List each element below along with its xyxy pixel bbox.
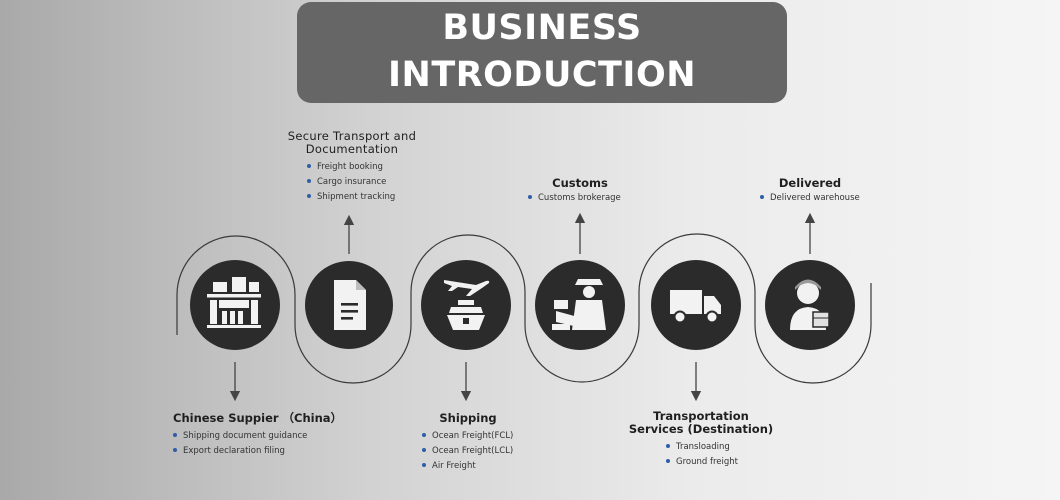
bullet-icon: [760, 194, 764, 199]
bullet-icon: [422, 462, 426, 467]
list-item: Export declaration filing: [173, 444, 343, 459]
delivery-person-icon: [790, 279, 830, 330]
bullet-icon: [666, 443, 670, 448]
bullet-icon: [307, 193, 311, 198]
title-line-1: BUSINESS: [442, 8, 642, 48]
factory-icon: [207, 277, 261, 328]
customs-officer-icon: [552, 279, 606, 330]
step-5-node: [651, 260, 741, 350]
bullet-icon: [422, 432, 426, 437]
step-6-items: Delivered warehouse: [760, 191, 880, 206]
list-item: Air Freight: [422, 459, 532, 474]
step-1-label: Chinese Suppier （China） Shipping documen…: [173, 412, 343, 459]
step-4-node: [535, 260, 625, 350]
list-item: Customs brokerage: [528, 191, 638, 206]
list-item: Freight booking: [307, 160, 422, 175]
step-4-label: Customs Customs brokerage: [528, 177, 638, 206]
list-item: Shipment tracking: [307, 190, 422, 205]
step-5-label: Transportation Services (Destination) Tr…: [626, 410, 776, 470]
step-4-items: Customs brokerage: [528, 191, 638, 206]
list-item: Shipping document guidance: [173, 429, 343, 444]
step-2-label: Secure Transport and Documentation Freig…: [282, 130, 422, 205]
step-2-node: [305, 261, 393, 349]
step-6-node: [765, 260, 855, 350]
title-line-2: INTRODUCTION: [388, 55, 696, 95]
bullet-icon: [173, 432, 177, 437]
list-item: Transloading: [666, 440, 776, 455]
flow-connector-line: [176, 233, 872, 384]
bullet-icon: [307, 163, 311, 168]
step-3-items: Ocean Freight(FCL) Ocean Freight(LCL) Ai…: [422, 429, 532, 474]
step-4-title: Customs: [552, 176, 608, 190]
step-5-items: Transloading Ground freight: [666, 440, 776, 470]
list-item: Ocean Freight(LCL): [422, 444, 532, 459]
bullet-icon: [422, 447, 426, 452]
step-1-title: Chinese Suppier （China）: [173, 411, 343, 425]
bullet-icon: [173, 447, 177, 452]
list-item: Cargo insurance: [307, 175, 422, 190]
step-6-label: Delivered Delivered warehouse: [760, 177, 880, 206]
list-item: Delivered warehouse: [760, 191, 880, 206]
step-3-title: Shipping: [439, 411, 497, 425]
step-3-node: [421, 260, 511, 350]
document-icon: [334, 280, 366, 330]
step-5-title: Transportation Services (Destination): [628, 409, 774, 436]
step-2-items: Freight booking Cargo insurance Shipment…: [307, 160, 422, 205]
truck-icon: [670, 290, 721, 324]
bullet-icon: [666, 458, 670, 463]
step-2-title: Secure Transport and Documentation: [287, 129, 417, 156]
bullet-icon: [307, 178, 311, 183]
title-banner: BUSINESS INTRODUCTION: [297, 2, 787, 103]
step-6-title: Delivered: [778, 176, 842, 190]
step-1-node: [190, 260, 280, 350]
bullet-icon: [528, 194, 532, 199]
list-item: Ocean Freight(FCL): [422, 429, 532, 444]
ship-plane-icon: [444, 280, 490, 330]
step-1-items: Shipping document guidance Export declar…: [173, 429, 343, 459]
list-item: Ground freight: [666, 455, 776, 470]
step-3-label: Shipping Ocean Freight(FCL) Ocean Freigh…: [422, 412, 532, 474]
